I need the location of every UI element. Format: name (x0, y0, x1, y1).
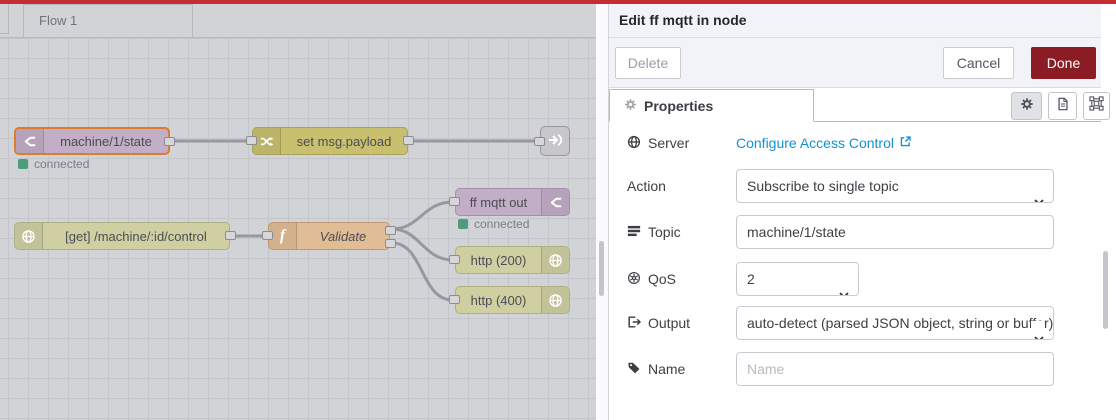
wire[interactable] (390, 241, 455, 302)
flow-canvas[interactable]: machine/1/state connected set msg.payloa… (0, 38, 596, 420)
output-field-label: Output (627, 315, 690, 331)
server-field-label: Server (627, 135, 689, 151)
flow-workspace: Flow 1 machine/1/state connect (0, 4, 596, 420)
node-mqtt-in[interactable]: machine/1/state (14, 127, 175, 155)
chevron-down-icon (1031, 321, 1044, 339)
description-tab-button[interactable] (1048, 92, 1077, 120)
output-select[interactable]: auto-detect (parsed JSON object, string … (736, 306, 1054, 340)
status-text: connected (34, 157, 90, 171)
node-label: http (200) (470, 252, 527, 268)
canvas-scrollbar-thumb[interactable] (599, 241, 604, 296)
input-port[interactable] (449, 197, 460, 206)
output-port-2[interactable] (385, 239, 396, 248)
node-status: connected (458, 217, 529, 231)
flow-tabbar: Flow 1 (0, 4, 596, 38)
input-port[interactable] (449, 255, 460, 264)
top-accent-bar (0, 0, 1116, 4)
globe-icon (627, 135, 641, 152)
properties-tab-button[interactable] (1011, 92, 1042, 120)
tab-properties-label: Properties (644, 97, 714, 114)
output-port[interactable] (164, 137, 175, 146)
input-port[interactable] (246, 136, 257, 145)
input-port[interactable] (534, 137, 545, 146)
qos-select[interactable]: 2 (736, 262, 859, 296)
node-http-response-400[interactable]: http (400) (449, 286, 570, 314)
globe-icon (15, 223, 43, 249)
tab-properties[interactable]: Properties (609, 89, 814, 122)
node-mqtt-out[interactable]: ff mqtt out (449, 188, 570, 216)
node-http-response-200[interactable]: http (200) (449, 246, 570, 274)
node-label: machine/1/state (60, 133, 152, 149)
topic-input[interactable] (736, 215, 1054, 249)
panel-scrollbar-thumb[interactable] (1103, 251, 1108, 329)
node-label: [get] /machine/:id/control (65, 228, 207, 244)
output-port-1[interactable] (385, 226, 396, 235)
name-field-label: Name (627, 361, 685, 377)
cancel-button[interactable]: Cancel (943, 47, 1014, 79)
appearance-icon (1089, 96, 1104, 116)
function-icon: f (269, 223, 297, 249)
node-function-validate[interactable]: f Validate (262, 222, 396, 250)
node-status: connected (18, 157, 89, 171)
delete-button[interactable]: Delete (615, 47, 681, 79)
node-change[interactable]: set msg.payload (246, 127, 414, 155)
canvas-scrollbar (596, 4, 608, 420)
status-text: connected (474, 217, 530, 231)
tab-flow-1[interactable]: Flow 1 (23, 4, 193, 38)
chevron-down-icon (1034, 184, 1044, 202)
node-label: set msg.payload (296, 133, 392, 149)
output-port[interactable] (225, 231, 236, 240)
action-select[interactable]: Subscribe to single topic (736, 169, 1054, 203)
tab-flow-1-label: Flow 1 (39, 13, 78, 28)
link-out-icon (547, 132, 563, 151)
configure-access-control-link[interactable]: Configure Access Control (736, 135, 912, 151)
input-port[interactable] (449, 295, 460, 304)
wire-layer (170, 139, 540, 302)
gear-icon (624, 98, 637, 114)
sign-out-icon (627, 315, 642, 332)
node-label: ff mqtt out (469, 194, 528, 210)
tab-partial (0, 4, 9, 34)
node-label: http (400) (470, 292, 527, 308)
status-dot-icon (458, 219, 468, 229)
node-label: Validate (319, 228, 367, 244)
chevron-down-icon (839, 277, 849, 295)
file-icon (1056, 97, 1070, 116)
panel-title: Edit ff mqtt in node (609, 4, 1101, 38)
status-dot-icon (18, 159, 28, 169)
gear-icon (1020, 97, 1034, 116)
tag-icon (627, 361, 641, 378)
globe-icon (541, 247, 569, 273)
wire[interactable] (390, 227, 455, 262)
edit-node-panel: Edit ff mqtt in node Delete Cancel Done … (608, 4, 1116, 420)
action-field-label: Action (627, 178, 666, 194)
done-button[interactable]: Done (1031, 47, 1096, 79)
globe-icon (541, 287, 569, 313)
input-port[interactable] (262, 231, 273, 240)
node-link-out[interactable] (534, 126, 570, 156)
tab-underline (609, 121, 1101, 122)
qos-field-label: QoS (627, 271, 676, 287)
panel-tab-row: Properties (609, 88, 1110, 122)
wire[interactable] (390, 200, 455, 231)
output-port[interactable] (403, 136, 414, 145)
mqtt-bridge-icon (16, 129, 44, 153)
external-link-icon (899, 135, 912, 151)
shuffle-icon (253, 128, 281, 154)
qos-icon (627, 271, 641, 288)
panel-button-row: Delete Cancel Done (609, 38, 1101, 88)
name-input[interactable] (736, 352, 1054, 386)
node-http-in[interactable]: [get] /machine/:id/control (14, 222, 236, 250)
tasks-icon (627, 224, 641, 241)
appearance-tab-button[interactable] (1083, 92, 1110, 120)
topic-field-label: Topic (627, 224, 681, 240)
mqtt-bridge-icon (541, 189, 569, 215)
